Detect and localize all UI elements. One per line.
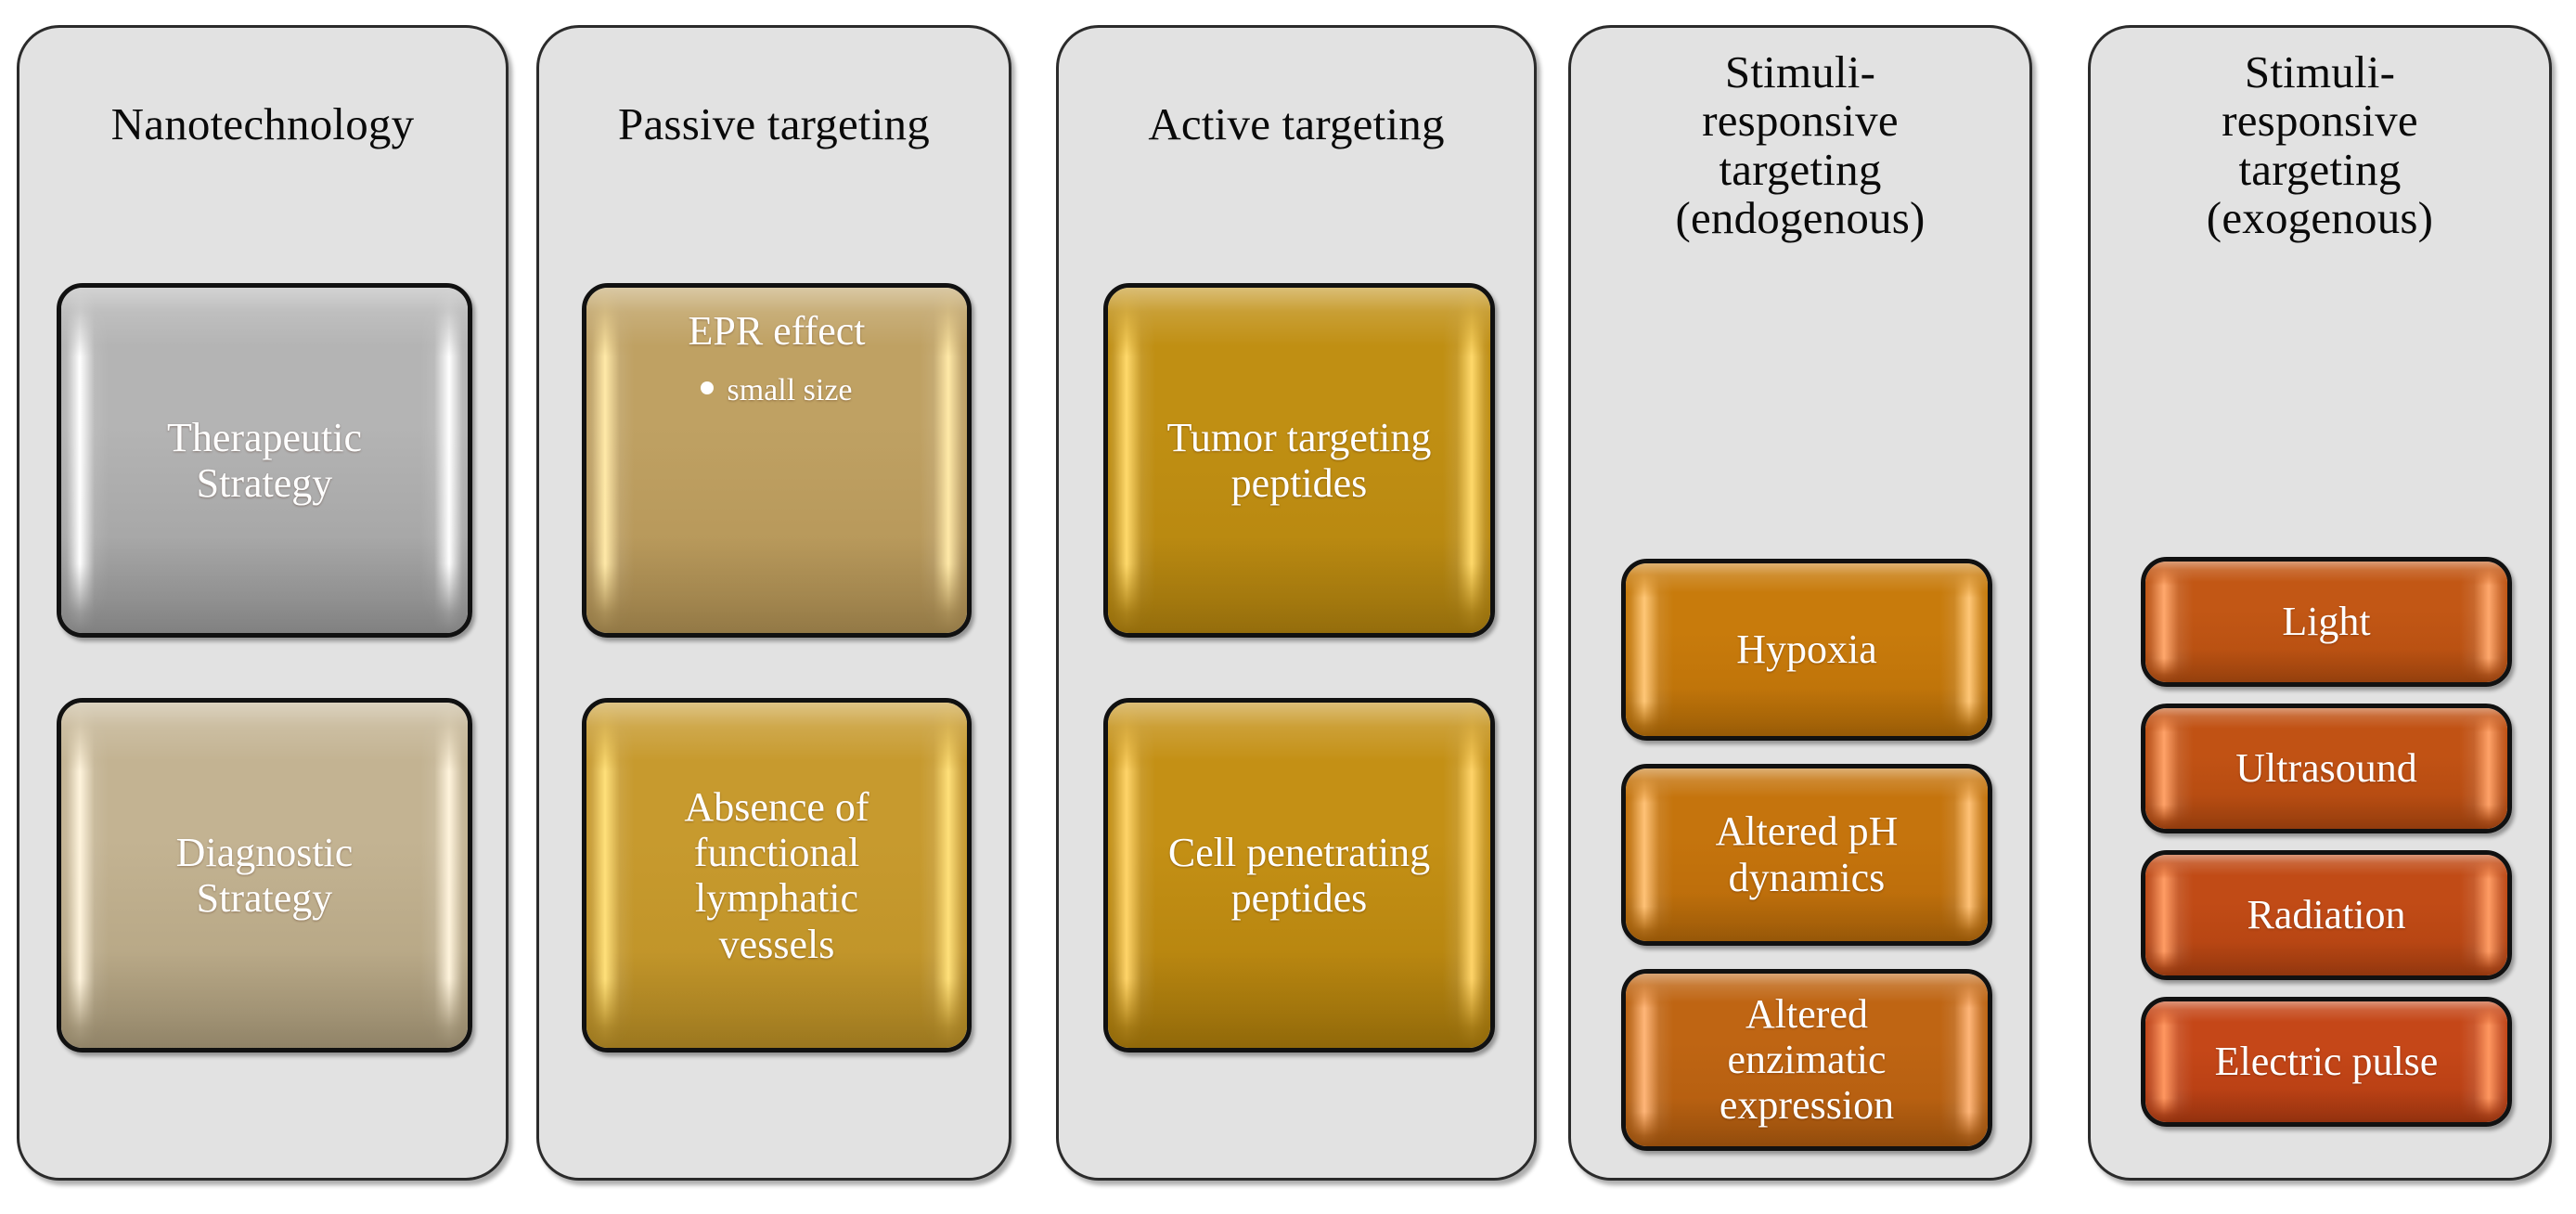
node-label-line: lymphatic (695, 875, 858, 922)
column-title-line: Stimuli- (2244, 46, 2396, 97)
node-box[interactable]: Radiation (2141, 849, 2512, 980)
node-label-line: peptides (1230, 460, 1368, 507)
node-label-line: Hypoxia (1736, 626, 1877, 673)
node-box[interactable]: Electric pulse (2141, 996, 2512, 1127)
node-label-line: Ultrasound (2235, 745, 2417, 792)
column-title-line: targeting (1719, 143, 1882, 195)
node-label: Hypoxia (1626, 626, 1988, 672)
node-label-line: peptides (1230, 875, 1368, 922)
node-label-line: Strategy (196, 875, 333, 922)
node-label: Ultrasound (2145, 745, 2507, 791)
column-title-line: responsive (1702, 95, 1899, 147)
bullet-text: small size (727, 372, 853, 407)
node-label-line: enzimatic (1727, 1037, 1887, 1083)
node-label-line: Therapeutic (166, 415, 363, 461)
node-label: EPR effect small size (586, 288, 967, 407)
bullet-dot-icon (701, 381, 715, 394)
node-label-line: Diagnostic (175, 830, 354, 876)
node-label-line: Cell penetrating (1167, 830, 1431, 876)
column-title-line: (exogenous) (2206, 192, 2434, 244)
node-box[interactable]: EPR effect small size (582, 283, 972, 639)
node-label-line: Strategy (196, 460, 333, 507)
column-title-line: Nanotechnology (110, 98, 415, 149)
node-label-line: Absence of (684, 783, 869, 830)
column-title: Active targeting (1059, 98, 1534, 149)
node-bullet-item: small size (603, 373, 950, 407)
column-title: Passive targeting (539, 98, 1009, 149)
node-box[interactable]: Ultrasound (2141, 703, 2512, 833)
node-label-line: EPR effect (688, 308, 866, 355)
column-title: Nanotechnology (19, 98, 506, 149)
column-title-line: Stimuli- (1724, 46, 1876, 97)
node-label-line: functional (693, 830, 860, 876)
node-box[interactable]: Light (2141, 556, 2512, 687)
column-title-line: targeting (2238, 143, 2402, 195)
node-label-line: vessels (718, 921, 835, 967)
node-box[interactable]: Hypoxia (1621, 558, 1992, 741)
node-label-line: Altered (1745, 990, 1868, 1037)
node-label-line: Altered pH (1715, 808, 1899, 855)
node-label-line: Tumor targeting (1166, 415, 1432, 461)
column-title-line: Passive targeting (618, 98, 930, 149)
node-label: Light (2145, 599, 2507, 644)
node-label: Radiation (2145, 892, 2507, 937)
node-label-line: dynamics (1728, 854, 1886, 900)
node-label-line: Radiation (2247, 892, 2406, 938)
column-title-line: Active targeting (1148, 98, 1445, 149)
column-title-line: responsive (2222, 95, 2418, 147)
node-label-line: expression (1719, 1082, 1895, 1129)
column-title-line: (endogenous) (1675, 192, 1926, 244)
node-label: Electric pulse (2145, 1039, 2507, 1084)
node-label-line: Light (2282, 599, 2371, 645)
node-label-line: Electric pulse (2214, 1039, 2439, 1085)
